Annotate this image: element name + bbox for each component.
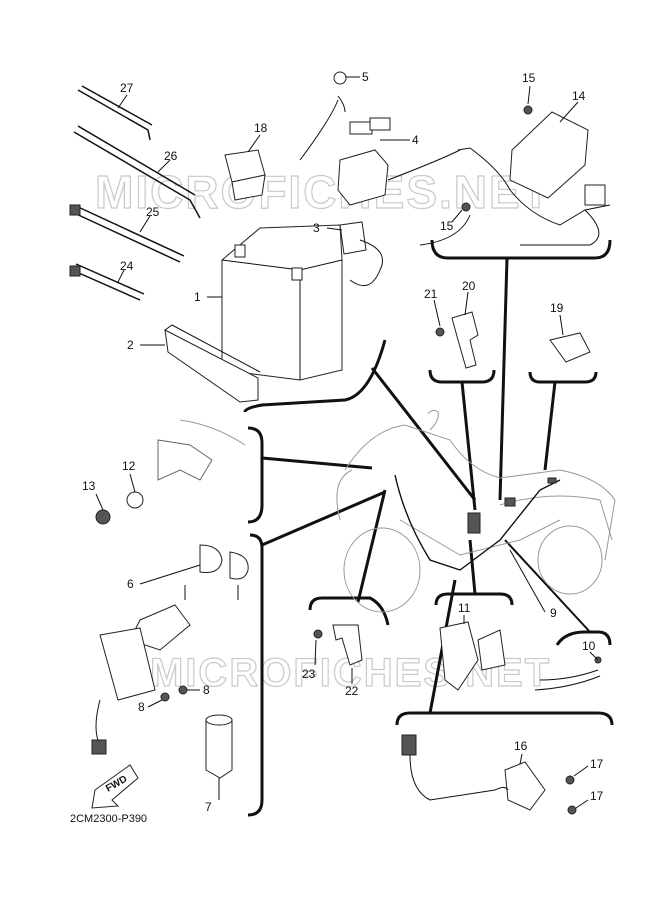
svg-text:21: 21 [424,287,438,301]
callout-23: 23 [302,639,317,681]
relay-14 [419,105,611,246]
callout-4: 4 [380,133,419,147]
svg-text:22: 22 [345,684,359,698]
holder-11 [439,621,506,691]
svg-text:26: 26 [164,149,178,163]
callout-25: 25 [139,205,160,233]
svg-text:7: 7 [205,800,212,814]
callout-13: 13 [82,479,104,511]
clamp-22 [313,624,363,666]
callout-18: 18 [247,121,268,153]
callout-12: 12 [122,459,136,493]
callout-8b: 8 [138,699,163,714]
diagram-code: 2CM2300-P390 [70,813,147,825]
bracket-lock [247,426,264,524]
svg-text:24: 24 [120,259,134,273]
svg-text:2: 2 [127,338,134,352]
svg-text:8: 8 [203,683,210,697]
bracket-20 [435,311,479,369]
bracket-20-21 [428,369,496,384]
bracket-frames [243,239,614,817]
svg-text:10: 10 [582,639,596,653]
callout-10: 10 [582,639,599,661]
sensor-16 [401,734,577,815]
callout-22: 22 [345,668,359,698]
svg-text:5: 5 [362,70,369,84]
callout-20: 20 [462,279,476,316]
main-switch [91,544,249,755]
callout-16: 16 [514,739,528,765]
svg-text:12: 12 [122,459,136,473]
svg-text:14: 14 [572,89,586,103]
callout-11: 11 [458,601,471,624]
svg-text:23: 23 [302,667,316,681]
callout-3: 3 [313,221,343,235]
battery-band [164,324,261,403]
callout-17a: 17 [573,757,604,777]
callout-6: 6 [127,564,201,591]
battery [221,224,343,381]
bracket-ignition [247,533,264,817]
bracket-19 [528,371,598,384]
watermark-top: MICROFICHES.NET [95,166,552,218]
callout-15a: 15 [522,71,536,105]
callout-5: 5 [346,70,369,84]
callout-19: 19 [550,301,564,336]
fuse [339,221,383,287]
bracket-16-17 [395,711,614,726]
svg-text:6: 6 [127,577,134,591]
svg-text:3: 3 [313,221,320,235]
bracket-10 [555,630,612,646]
svg-text:20: 20 [462,279,476,293]
svg-text:17: 17 [590,789,604,803]
callout-2: 2 [127,338,165,352]
svg-text:15: 15 [522,71,536,85]
bracket-relay [430,239,612,260]
svg-text:9: 9 [550,606,557,620]
bracket-11 [434,592,514,606]
lock-12 [95,419,246,525]
svg-text:16: 16 [514,739,528,753]
svg-text:25: 25 [146,205,160,219]
svg-text:27: 27 [120,81,134,95]
callout-17b: 17 [575,789,604,809]
callout-24: 24 [117,259,134,283]
svg-text:19: 19 [550,301,564,315]
callouts: 1 2 3 4 5 6 7 8 8 9 10 11 12 13 14 15 15… [82,70,604,814]
callout-9: 9 [509,549,557,620]
bracket-battery [243,339,387,413]
cable-ties [69,85,201,301]
callout-7: 7 [205,778,220,814]
svg-text:13: 13 [82,479,96,493]
svg-text:18: 18 [254,121,268,135]
callout-15b: 15 [440,209,463,233]
callout-14: 14 [559,89,586,123]
svg-text:1: 1 [194,290,201,304]
svg-text:4: 4 [412,133,419,147]
holder-19 [549,332,591,363]
motorcycle-outline [336,409,616,613]
relay-18 [224,149,266,201]
callout-21: 21 [424,287,441,327]
callout-27: 27 [117,81,134,109]
svg-text:15: 15 [440,219,454,233]
callout-1: 1 [194,290,222,304]
callout-26: 26 [157,149,178,173]
svg-text:8: 8 [138,700,145,714]
starter-relay [299,71,461,206]
fwd-arrow: FWD [91,764,139,809]
callout-8a: 8 [187,683,210,697]
svg-text:17: 17 [590,757,604,771]
svg-text:11: 11 [458,601,471,615]
key-cover [205,714,233,779]
bracket-22-23 [308,596,390,626]
